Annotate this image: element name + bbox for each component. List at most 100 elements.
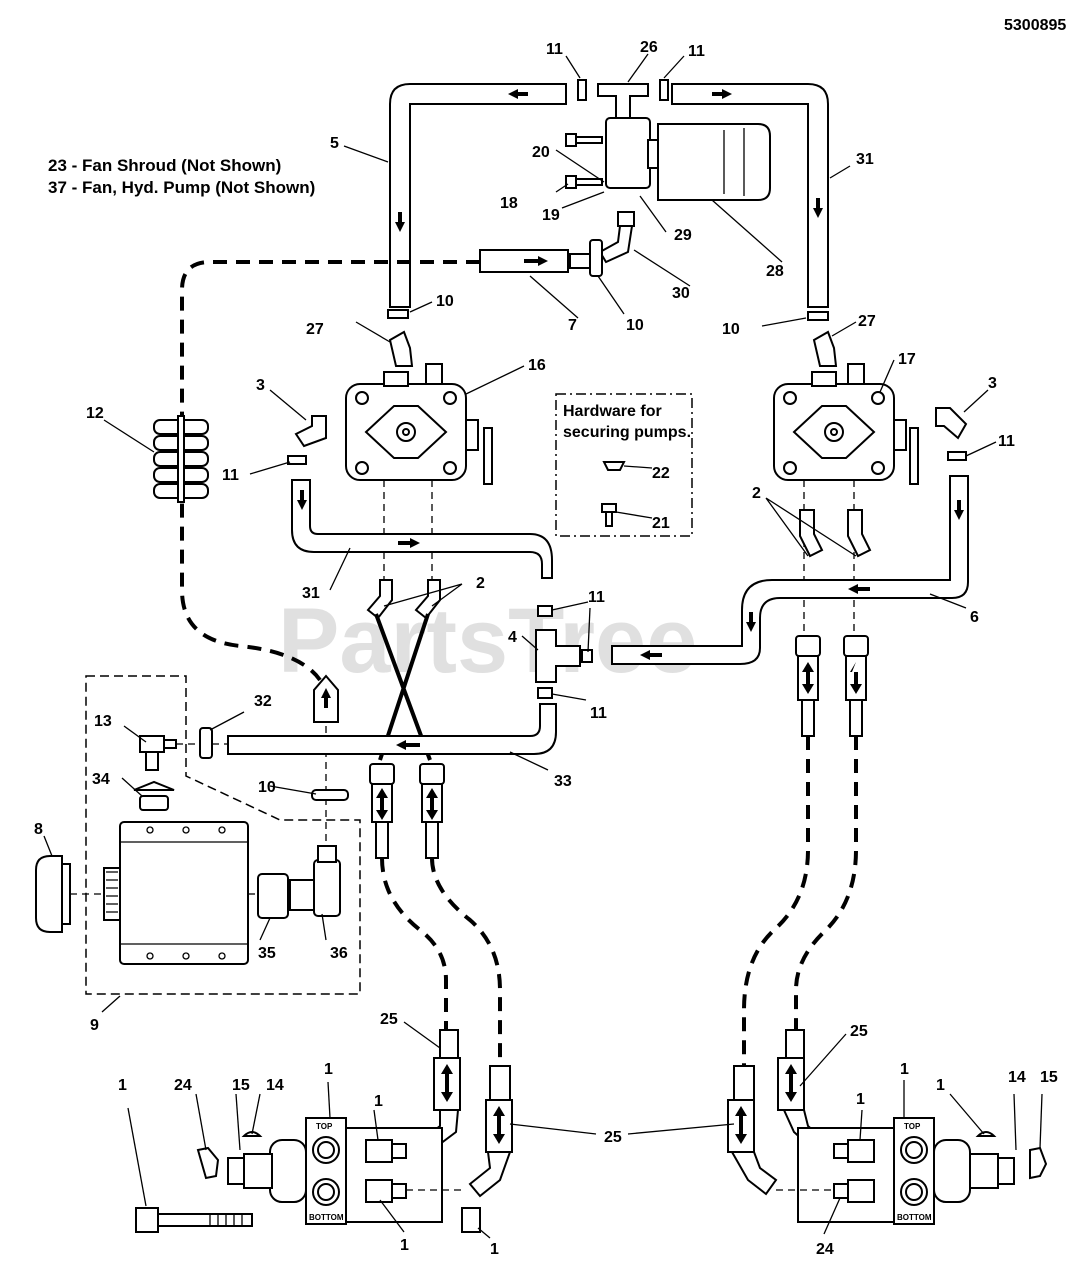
flow-arrow: [813, 198, 823, 218]
leader-lines: [43, 53, 1043, 1239]
cotter-pin-24: [196, 1146, 220, 1180]
bolt-1-shank: [157, 1213, 253, 1227]
breather-34: [139, 795, 169, 811]
callouts: 11 26 11 5 31 20 18 19 29 28 30 10 7 10 …: [34, 39, 1058, 1258]
callout-19: 19: [542, 207, 560, 224]
fitting-36-base: [289, 879, 315, 911]
callout-1: 1: [856, 1091, 865, 1108]
filter-ribs: [723, 128, 745, 196]
clamp-32: [199, 727, 213, 759]
alignment-lines: [325, 480, 855, 850]
hardware-title-2: securing pumps.: [563, 424, 691, 441]
hose-end-25-left-b: [468, 1065, 513, 1198]
callout-27: 27: [306, 321, 324, 338]
callout-24: 24: [174, 1077, 192, 1094]
bolt-18: [565, 175, 577, 189]
flow-arrow: [712, 89, 732, 99]
elbow-fitting-3: [294, 415, 327, 448]
hose-end-25-right-a: [727, 1065, 778, 1196]
clamp-10: [311, 789, 349, 801]
elbow-fitting-27: [812, 330, 838, 367]
hose-assembly-right-b: [843, 635, 869, 737]
callout-21: 21: [652, 515, 670, 532]
callout-17: 17: [898, 351, 916, 368]
flow-arrow: [508, 89, 528, 99]
callout-7: 7: [568, 317, 577, 334]
clamp-11: [537, 605, 553, 617]
callout-11: 11: [688, 43, 705, 60]
callout-2: 2: [752, 485, 761, 502]
note-fan-pump: 37 - Fan, Hyd. Pump (Not Shown): [48, 178, 315, 197]
clamp-11: [537, 687, 553, 699]
callout-15: 14: [1008, 1069, 1026, 1086]
cap-ring: [61, 863, 71, 925]
callout-6: 6: [970, 609, 979, 626]
flow-arrow: [395, 212, 405, 232]
clamp-11: [947, 451, 967, 461]
hydraulic-pump-16: [345, 363, 493, 485]
callout-25: 25: [850, 1023, 868, 1040]
bolt-threads: [209, 1214, 243, 1226]
clamp-11: [581, 649, 593, 663]
callout-10: 10: [722, 321, 740, 338]
hose-7-ferrule: [569, 253, 591, 269]
valve-bottom-label: BOTTOM: [309, 1213, 344, 1222]
elbow-fitting-27: [388, 330, 414, 367]
clamp-10: [589, 239, 603, 277]
callout-11: 11: [588, 589, 605, 606]
callout-25: 25: [380, 1011, 398, 1028]
clamp-10: [387, 309, 409, 319]
callout-13: 13: [94, 713, 112, 730]
filter-nipple: [647, 139, 659, 169]
elbow-fitting-30: [598, 225, 634, 264]
callout-14: 14: [266, 1077, 284, 1094]
callout-11: 11: [590, 705, 607, 722]
hose-dashed-right-a: [742, 736, 810, 1066]
hose-assembly-left-a: [369, 763, 395, 859]
callout-1: 1: [490, 1241, 499, 1258]
callout-12: 12: [86, 405, 104, 422]
callout-4: 4: [508, 629, 517, 646]
elbow-fitting-3: [935, 407, 968, 440]
callout-34: 34: [92, 771, 110, 788]
control-valve-left: TOP BOTTOM: [227, 1117, 443, 1225]
callout-11: 11: [546, 41, 563, 58]
callout-10: 10: [626, 317, 644, 334]
clamp-11: [287, 455, 307, 465]
valve-bottom-label-right: BOTTOM: [897, 1213, 932, 1222]
callout-1: 1: [374, 1093, 383, 1110]
clamp-11: [659, 79, 669, 101]
callout-10: 10: [436, 293, 454, 310]
flow-arrow: [297, 490, 307, 510]
callout-11: 11: [998, 433, 1015, 450]
bolt-20: [565, 133, 577, 147]
valve-top-label-right: TOP: [904, 1122, 921, 1131]
bolt-20-shank: [575, 136, 603, 144]
callout-1: 1: [324, 1061, 333, 1078]
callout-15: 15: [232, 1077, 250, 1094]
bolt-1-head: [135, 1207, 159, 1233]
flow-arrow: [396, 740, 420, 750]
callout-1: 1: [118, 1077, 127, 1094]
valve-top-label: TOP: [316, 1122, 333, 1131]
callout-28: 28: [766, 263, 784, 280]
hose-dashed-left-b: [430, 857, 502, 1066]
callout-1: 1: [400, 1237, 409, 1254]
hardware-title-1: Hardware for: [563, 403, 662, 420]
callout-10: 10: [258, 779, 276, 796]
flow-arrow: [321, 688, 331, 708]
hydraulic-pump-17: [773, 363, 919, 485]
clamp-10: [807, 311, 829, 321]
reservoir-cap-8: [35, 855, 63, 933]
tank-bands: [120, 841, 248, 945]
knob-14: [975, 1131, 997, 1137]
hose-5: [389, 83, 567, 308]
hose-dashed-right-b: [794, 736, 858, 1030]
callout-33: 33: [554, 773, 572, 790]
callout-22: 22: [652, 465, 670, 482]
oil-filter-28: [657, 123, 771, 201]
tee-fitting-26: [597, 83, 649, 119]
callout-24: 15: [1040, 1069, 1058, 1086]
callout-31: 31: [856, 151, 874, 168]
